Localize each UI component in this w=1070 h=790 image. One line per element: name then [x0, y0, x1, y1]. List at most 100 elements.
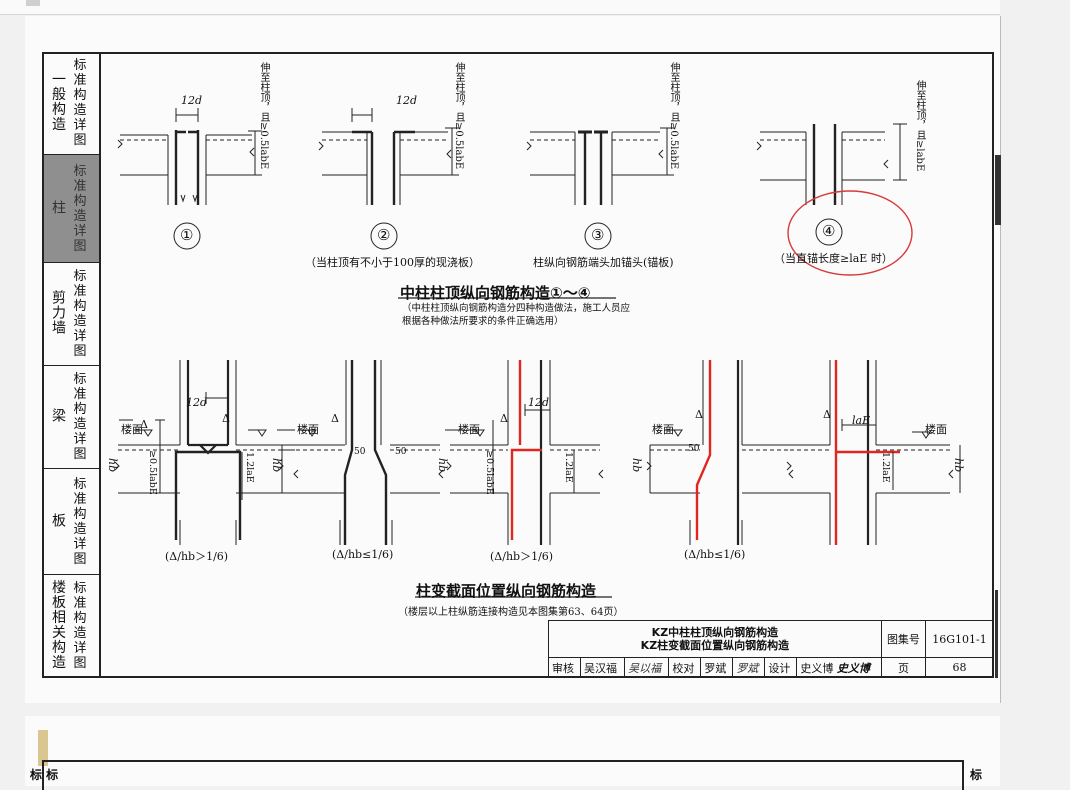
- node-number: ③: [591, 226, 605, 244]
- sidebar-item-sublabel: 标准构造详图: [73, 163, 87, 254]
- delta-label: Δ: [222, 412, 230, 425]
- sidebar-item-shear-wall[interactable]: 剪力墙 标准构造详图: [42, 263, 99, 366]
- delta-label: Δ: [331, 412, 339, 425]
- dim-label: hb: [270, 458, 283, 473]
- dim-label: hb: [952, 458, 965, 473]
- detail-caption: （当直锚长度≥laE 时）: [774, 252, 893, 265]
- detail-3-drawing: [526, 127, 674, 205]
- delta-label: Δ: [695, 408, 703, 421]
- previous-page-edge: [0, 0, 1000, 15]
- delta-label: Δ: [140, 418, 148, 431]
- dim-label: 1.2laE: [244, 452, 255, 483]
- dim-label: 伸至柱顶，且≥labE: [914, 80, 925, 172]
- sidebar-item-label: 楼板相关构造: [52, 579, 66, 671]
- delta-label: Δ: [823, 408, 831, 421]
- page-tab-marker: [38, 730, 48, 766]
- dim-label: 伸至柱顶，且≥0.5labE: [668, 62, 679, 170]
- detail-caption: (Δ/hb≤1/6): [684, 548, 746, 561]
- checker-name: 罗斌: [700, 657, 734, 678]
- reviewer-name: 吴汉福: [580, 657, 626, 678]
- floor-label: 楼面: [652, 423, 674, 436]
- section-title: 中柱柱顶纵向钢筋构造①～④: [400, 284, 591, 302]
- designer-name: 史义博: [800, 661, 834, 675]
- delta-label: Δ: [500, 412, 508, 425]
- sidebar-item-general[interactable]: 一般构造 标准构造详图: [42, 52, 99, 155]
- detail-caption: (Δ/hb＞1/6): [165, 550, 229, 563]
- detail-caption: (Δ/hb＞1/6): [490, 550, 554, 563]
- dim-label: 1.2laE: [880, 452, 891, 483]
- sidebar-item-label: 梁: [52, 408, 66, 425]
- node-number: ①: [180, 226, 194, 244]
- floor-label: 楼面: [297, 423, 319, 436]
- detail-caption: (Δ/hb≤1/6): [332, 548, 394, 561]
- sidebar-item-sublabel: 标准构造详图: [73, 372, 87, 462]
- dim-label: ≥0.5labE: [484, 450, 495, 495]
- page-edge-mark: [995, 155, 1001, 225]
- section-title: 柱变截面位置纵向钢筋构造: [416, 582, 597, 600]
- dim-label: 12d: [396, 94, 418, 107]
- dim-label: 伸至柱顶，且≥0.5labE: [258, 62, 269, 170]
- design-label: 设计: [764, 657, 798, 678]
- dim-label: hb: [630, 458, 643, 473]
- detail-caption: 柱纵向钢筋端头加锚头(锚板): [533, 256, 674, 269]
- node-number: ④: [822, 222, 836, 240]
- title-line-2: KZ柱变截面位置纵向钢筋构造: [640, 639, 790, 652]
- next-page-preview: [25, 716, 1000, 786]
- highlight-circle: [787, 190, 913, 276]
- dim-label: 伸至柱顶，且≥0.5labE: [453, 62, 464, 170]
- sidebar-item-sublabel: 标准构造详图: [73, 58, 87, 148]
- floor-label: 楼面: [121, 423, 143, 436]
- detail-drawings: [114, 108, 961, 598]
- review-label: 审核: [547, 657, 582, 678]
- check-label: 校对: [668, 657, 702, 678]
- dim-label: 12d: [528, 396, 550, 409]
- sidebar-item-label: 一般构造: [52, 72, 66, 133]
- dim-label: ≥0.5labE: [147, 450, 158, 495]
- title-block-title: KZ中柱柱顶纵向钢筋构造 KZ柱变截面位置纵向钢筋构造: [548, 620, 882, 658]
- sidebar-item-beam[interactable]: 梁 标准构造详图: [42, 366, 99, 469]
- section-change-2: [278, 360, 444, 545]
- section-change-3: [446, 360, 604, 545]
- dim-label: 50: [354, 447, 366, 457]
- page-number: 68: [925, 657, 994, 678]
- sidebar-item-sublabel: 标准构造详图: [73, 269, 87, 359]
- sidebar-item-column[interactable]: 柱 标准构造详图: [42, 155, 99, 263]
- dim-label: 1.2laE: [563, 452, 574, 483]
- dim-label: hb: [436, 458, 449, 473]
- drawing-frame: [42, 52, 994, 678]
- reviewer-signature: 吴以福: [624, 657, 670, 678]
- title-line-1: KZ中柱柱顶纵向钢筋构造: [651, 626, 779, 639]
- section-change-1: [114, 360, 299, 545]
- drawing-page: [25, 16, 1001, 703]
- dim-label: 12d: [186, 396, 208, 409]
- checker-signature: 罗斌: [732, 657, 766, 678]
- node-number: ②: [377, 226, 391, 244]
- next-page-right-label: 标: [970, 768, 983, 782]
- designer-signature: 史义博: [836, 661, 870, 675]
- sidebar-item-floor-related[interactable]: 楼板相关构造 标准构造详图: [42, 575, 99, 676]
- floor-label: 楼面: [925, 423, 947, 436]
- detail-caption: （当柱顶有不小于100厚的现浇板）: [305, 256, 480, 269]
- chapter-sidebar: 一般构造 标准构造详图 柱 标准构造详图 剪力墙 标准构造详图 梁 标准构造详图…: [42, 52, 101, 678]
- sidebar-item-slab[interactable]: 板 标准构造详图: [42, 469, 99, 575]
- title-block: KZ中柱柱顶纵向钢筋构造 KZ柱变截面位置纵向钢筋构造 图集号 16G101-1…: [547, 620, 994, 678]
- section-note: （楼层以上柱纵筋连接构造见本图集第63、64页）: [398, 607, 624, 618]
- sidebar-item-label: 柱: [52, 200, 66, 216]
- next-page-sidebar-label: 标 标: [30, 768, 59, 782]
- page-edge-mark: [995, 590, 998, 678]
- section-change-4: [646, 360, 794, 545]
- detail-2-drawing: [318, 108, 459, 205]
- atlas-number: 16G101-1: [925, 620, 994, 658]
- sidebar-item-label: 板: [52, 513, 66, 529]
- page-label: 页: [880, 657, 927, 678]
- detail-1-drawing: [117, 108, 262, 205]
- designer-cell: 史义博 史义博: [796, 657, 882, 678]
- dim-label: 12d: [181, 94, 203, 107]
- atlas-label: 图集号: [880, 620, 927, 658]
- section-note: （中柱柱顶纵向钢筋构造分四种构造做法，施工人员应根据各种做法所要求的条件正确选用…: [402, 303, 631, 327]
- dim-label: hb: [106, 458, 119, 473]
- sidebar-item-sublabel: 标准构造详图: [73, 580, 87, 671]
- floor-label: 楼面: [458, 423, 480, 436]
- dim-label: 50: [688, 444, 700, 454]
- sidebar-item-label: 剪力墙: [52, 290, 66, 337]
